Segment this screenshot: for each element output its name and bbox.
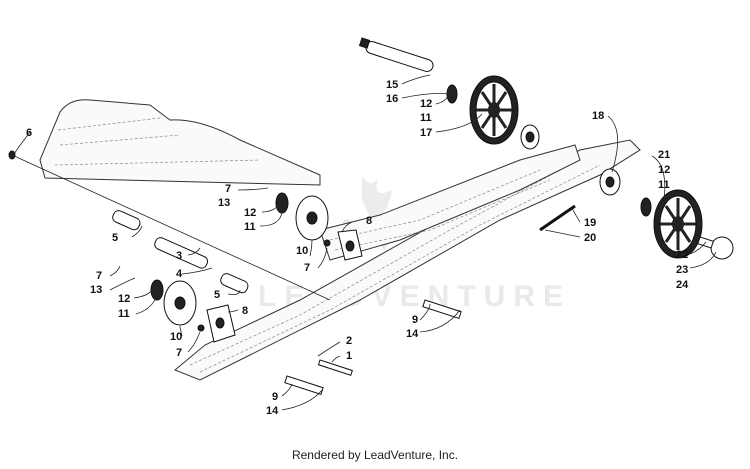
- callout-13: 13: [218, 197, 230, 209]
- bearing-11-mid: [275, 192, 289, 214]
- callout-7: 7: [176, 347, 182, 359]
- callout-2: 2: [346, 335, 352, 347]
- callout-1: 1: [346, 350, 352, 362]
- bolt-9-right: [422, 299, 462, 320]
- nut-6: [8, 150, 16, 160]
- callout-11: 11: [118, 308, 130, 320]
- callout-10: 10: [170, 331, 182, 343]
- callout-8: 8: [366, 215, 372, 227]
- idler-wheel-right: [653, 189, 703, 259]
- bolt-1: [317, 359, 353, 376]
- spacer-5-upper: [112, 210, 141, 231]
- callout-5: 5: [112, 232, 118, 244]
- nut-7-mid: [323, 239, 331, 247]
- callout-12: 12: [118, 293, 130, 305]
- callout-16: 16: [386, 93, 398, 105]
- shaft-15: [358, 37, 434, 72]
- spacer-18: [520, 124, 621, 196]
- callout-13: 13: [90, 284, 102, 296]
- callout-9: 9: [412, 314, 418, 326]
- callout-14: 14: [406, 328, 419, 340]
- callout-11: 11: [420, 112, 432, 124]
- callout-12: 12: [658, 164, 670, 176]
- bracket-8-upper: [337, 229, 363, 261]
- callout-22: 22: [676, 249, 688, 261]
- callout-3: 3: [176, 250, 182, 262]
- callout-4: 4: [176, 268, 183, 280]
- callout-23: 23: [676, 264, 688, 276]
- callout-7: 7: [225, 183, 231, 195]
- callout-10: 10: [296, 245, 308, 257]
- left-slide-rail: [39, 99, 641, 381]
- bracket-8-lower: [206, 304, 236, 343]
- spacer-5-lower: [220, 273, 249, 294]
- callout-5: 5: [214, 289, 220, 301]
- callout-9: 9: [272, 391, 278, 403]
- callout-19: 19: [584, 217, 596, 229]
- callout-7: 7: [304, 262, 310, 274]
- callout-7: 7: [96, 270, 102, 282]
- footer-credit: Rendered by LeadVenture, Inc.: [291, 448, 459, 462]
- callout-20: 20: [584, 232, 596, 244]
- idler-wheel-10-upper: [295, 195, 329, 241]
- bearing-11-left: [150, 279, 164, 301]
- bolt-20: [539, 204, 576, 232]
- callout-11: 11: [658, 179, 670, 191]
- callout-12: 12: [244, 207, 256, 219]
- callout-18: 18: [592, 110, 604, 122]
- callout-14: 14: [266, 405, 279, 417]
- callout-12: 12: [420, 98, 432, 110]
- callout-15: 15: [386, 79, 398, 91]
- nut-7-low: [197, 324, 205, 332]
- callout-21: 21: [658, 149, 670, 161]
- callout-11: 11: [244, 221, 256, 233]
- callout-24: 24: [676, 279, 689, 291]
- idler-wheel-17: [469, 75, 519, 145]
- bearing-12-right: [640, 197, 652, 217]
- bolt-9-lower: [284, 375, 324, 396]
- idler-wheel-10-lower: [163, 280, 197, 326]
- callout-8: 8: [242, 305, 248, 317]
- callout-6: 6: [26, 127, 32, 139]
- callout-17: 17: [420, 127, 432, 139]
- callouts: 6 15 16 12 11 17 18 21 12 11 7 13 12 11 …: [26, 79, 689, 417]
- spacer-3: [154, 237, 209, 269]
- leader-lines: [13, 74, 717, 411]
